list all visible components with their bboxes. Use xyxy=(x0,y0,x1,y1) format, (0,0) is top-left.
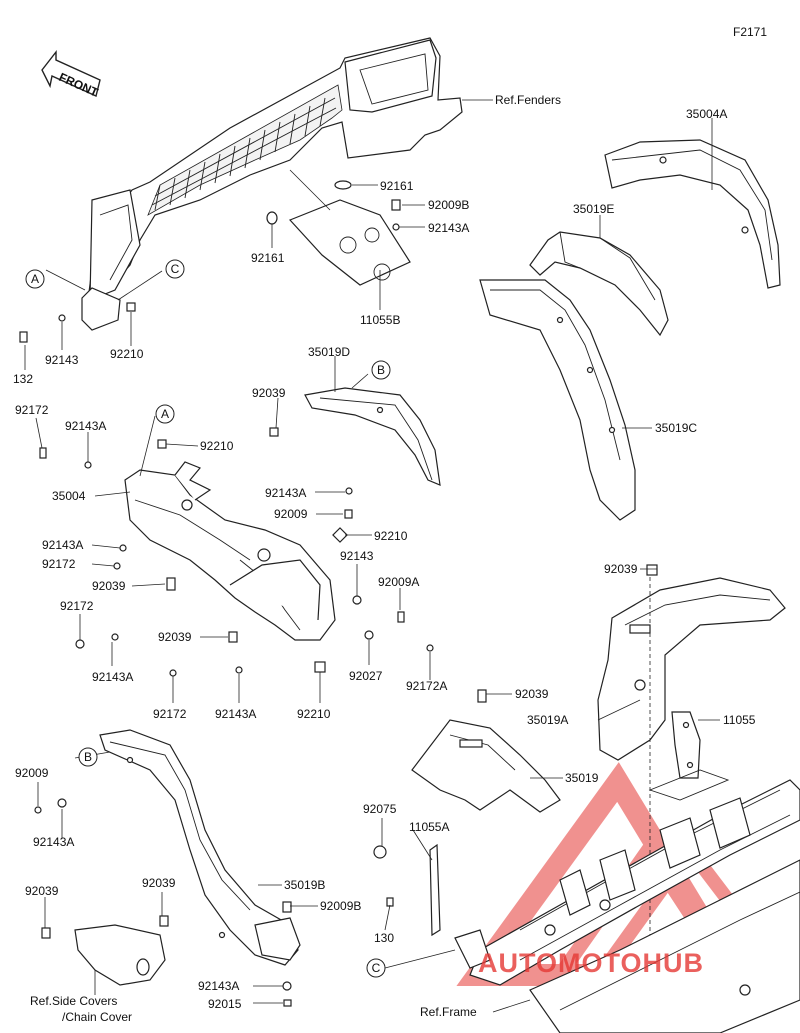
svg-text:B: B xyxy=(377,363,385,377)
part-label-92009-b: 92009 xyxy=(15,766,49,780)
part-label-11055a: 11055A xyxy=(409,820,449,834)
part-label-11055b: 11055B xyxy=(360,313,400,327)
part-label-92039-e: 92039 xyxy=(25,884,59,898)
part-label-92009a: 92009A xyxy=(378,575,419,589)
fender-panel-35019b xyxy=(99,729,301,966)
fender-extension-35019e xyxy=(529,231,669,337)
part-label-92161-top: 92161 xyxy=(380,179,414,193)
ref-chain-cover-label: /Chain Cover xyxy=(62,1010,132,1024)
part-label-92027: 92027 xyxy=(349,669,383,683)
front-direction-arrow: FRONT xyxy=(41,49,101,100)
part-label-92210-b: 92210 xyxy=(374,529,408,543)
watermark-text: AUTOMOTOHUB xyxy=(478,948,704,978)
part-label-92143a-g: 92143A xyxy=(198,979,239,993)
part-label-92172-c: 92172 xyxy=(60,599,94,613)
part-label-92039-a: 92039 xyxy=(252,386,286,400)
ref-fenders-label: Ref.Fenders xyxy=(495,93,561,107)
fastener-marks xyxy=(19,302,658,1007)
svg-text:B: B xyxy=(84,750,92,764)
part-label-92210-c: 92210 xyxy=(297,707,331,721)
ref-side-covers-label: Ref.Side Covers xyxy=(30,994,117,1008)
callout-a-top: A xyxy=(25,269,45,289)
part-label-92039-c: 92039 xyxy=(158,630,192,644)
part-label-92039-b: 92039 xyxy=(92,579,126,593)
part-label-92075: 92075 xyxy=(363,802,397,816)
part-label-35019a: 35019A xyxy=(527,713,568,727)
svg-text:C: C xyxy=(171,262,180,276)
svg-text:C: C xyxy=(372,961,381,975)
callout-c-top: C xyxy=(165,259,185,279)
part-label-92143a-c: 92143A xyxy=(42,538,83,552)
part-label-35019d: 35019D xyxy=(308,345,350,359)
front-grille-panel xyxy=(81,37,463,331)
callout-b-mid: B xyxy=(371,360,391,380)
part-label-92039-d: 92039 xyxy=(515,687,549,701)
part-label-92143a-e: 92143A xyxy=(215,707,256,721)
part-label-35004: 35004 xyxy=(52,489,86,503)
part-label-92009-a: 92009 xyxy=(274,507,308,521)
part-label-92039-right: 92039 xyxy=(604,562,638,576)
part-label-92143a-top: 92143A xyxy=(428,221,469,235)
front-fender-35004 xyxy=(124,461,336,641)
leader-lines xyxy=(24,99,720,1013)
part-label-92172-a: 92172 xyxy=(15,403,49,417)
svg-text:A: A xyxy=(161,407,169,421)
fender-panel-35019c xyxy=(479,279,636,521)
part-label-92039-f: 92039 xyxy=(142,876,176,890)
part-label-92143a-b: 92143A xyxy=(265,486,306,500)
part-label-92210-a: 92210 xyxy=(200,439,234,453)
shield-35019 xyxy=(411,719,561,813)
part-label-92161-left: 92161 xyxy=(251,251,285,265)
callout-a-mid: A xyxy=(155,404,175,424)
part-label-11055: 11055 xyxy=(723,713,756,727)
part-label-92172-d: 92172 xyxy=(153,707,187,721)
callout-b-bottom: B xyxy=(78,747,98,767)
part-label-92009b-b: 92009B xyxy=(320,899,361,913)
ref-frame-label: Ref.Frame xyxy=(420,1005,477,1019)
part-label-92143: 92143 xyxy=(45,353,79,367)
vehicle-frame xyxy=(373,779,800,1033)
part-label-92143a-d: 92143A xyxy=(92,670,133,684)
diagram-id-label: F2171 xyxy=(733,25,767,39)
part-label-92210-top: 92210 xyxy=(110,347,144,361)
side-cover-bracket xyxy=(41,924,166,986)
part-label-92009b-top: 92009B xyxy=(428,198,469,212)
bracket-11055 xyxy=(648,711,730,801)
part-label-92172-b: 92172 xyxy=(42,557,76,571)
callout-c-bottom: C xyxy=(366,958,386,978)
part-label-92143a-f: 92143A xyxy=(33,835,74,849)
part-label-35004a: 35004A xyxy=(686,107,727,121)
bolt-92009b-top xyxy=(391,199,401,231)
part-label-35019b: 35019B xyxy=(284,878,325,892)
part-label-35019c: 35019C xyxy=(655,421,697,435)
part-label-92143-b: 92143 xyxy=(340,549,374,563)
bracket-11055b xyxy=(266,169,411,286)
part-label-35019e: 35019E xyxy=(573,202,614,216)
part-label-130: 130 xyxy=(374,931,394,945)
svg-text:A: A xyxy=(31,272,39,286)
part-label-92172a: 92172A xyxy=(406,679,447,693)
part-label-92143a-a: 92143A xyxy=(65,419,106,433)
fender-extension-35019d xyxy=(304,387,441,486)
part-label-92015: 92015 xyxy=(208,997,242,1011)
part-label-132: 132 xyxy=(13,372,33,386)
part-label-35019: 35019 xyxy=(565,771,599,785)
rear-fender-35004a xyxy=(604,139,781,289)
